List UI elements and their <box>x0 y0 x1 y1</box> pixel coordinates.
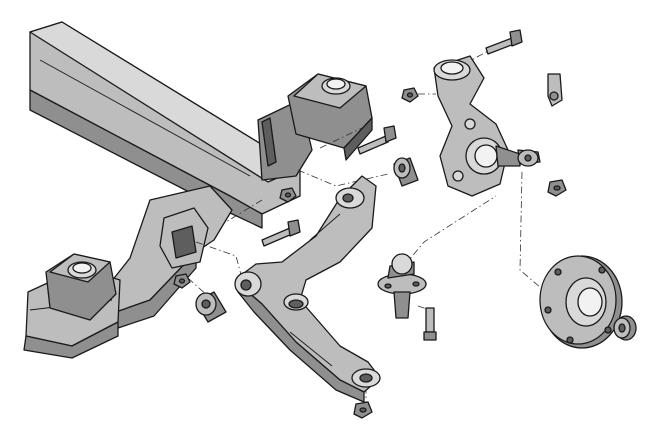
tie-rod-end <box>517 149 541 167</box>
bolt-subframe <box>357 125 397 155</box>
ball-joint <box>377 253 427 319</box>
front-bushing <box>393 157 419 187</box>
hub-nut <box>613 315 637 341</box>
nut-knuckle <box>401 87 419 103</box>
nut-subframe-1 <box>279 187 297 203</box>
nut-subframe-2 <box>173 273 191 289</box>
nut-arm-rear <box>353 401 373 419</box>
bolt-arm-front <box>261 219 301 247</box>
rear-bushing <box>195 291 227 323</box>
wheel-hub <box>539 255 623 349</box>
nut-tie-rod <box>547 179 567 197</box>
bolt-ball-joint <box>423 307 437 341</box>
subframe-mount-front <box>45 253 117 321</box>
bracket-pin <box>547 73 563 107</box>
lower-control-arm <box>234 175 381 403</box>
subframe-mount-rear <box>287 73 373 161</box>
bolt-knuckle-top <box>485 29 523 55</box>
steering-knuckle <box>433 55 521 197</box>
